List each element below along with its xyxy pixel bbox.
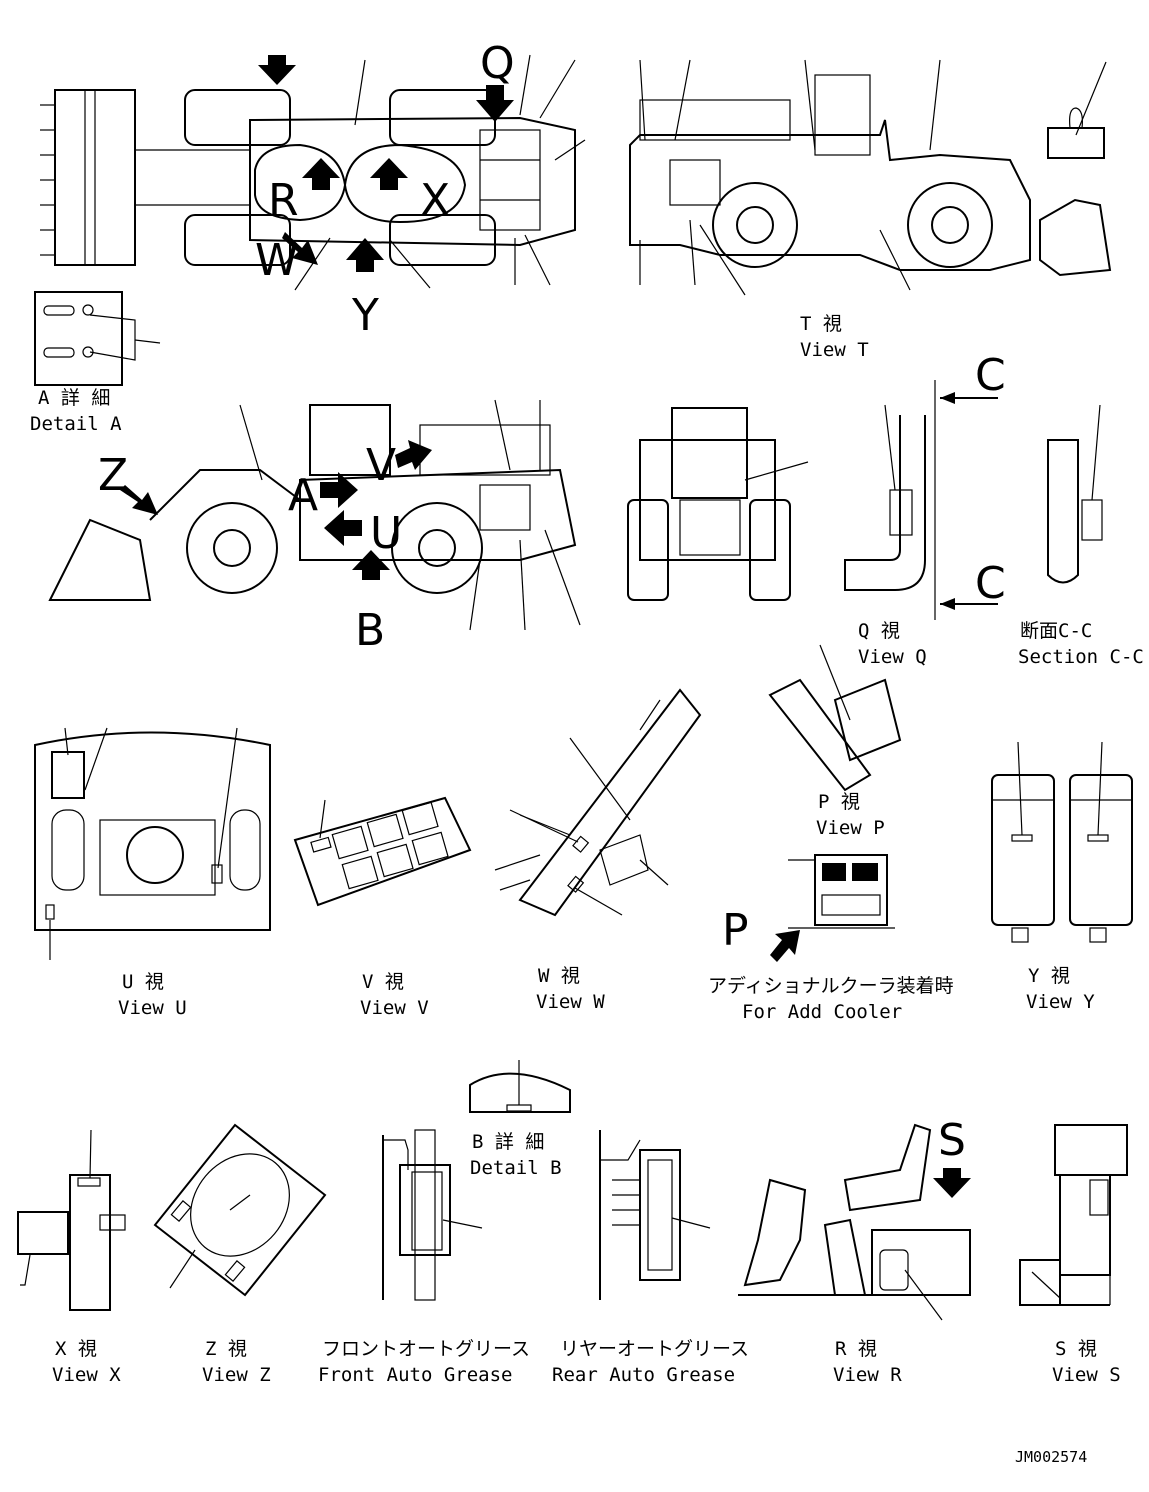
section-cc-jp: 断面C-C <box>1020 620 1092 642</box>
view-u-jp: U 視 <box>122 971 164 993</box>
view-v-en: View V <box>360 997 429 1019</box>
view-w-drawing <box>494 688 702 917</box>
view-t-drawing <box>629 74 1112 277</box>
letter-c-top: C <box>975 350 1006 401</box>
view-p-en: View P <box>816 817 885 839</box>
arrow-s-icon <box>933 1168 971 1198</box>
arrow-r-icon <box>302 158 340 190</box>
detail-a-en: Detail A <box>30 413 122 435</box>
view-q-en: View Q <box>858 646 927 668</box>
arrow-left-icon <box>324 510 362 546</box>
section-cc-drawing <box>1047 404 1103 584</box>
leader-lines-top <box>294 54 586 291</box>
arrow-y-icon <box>346 238 384 272</box>
letter-p: P <box>722 905 749 956</box>
side-view-loader <box>48 404 577 601</box>
view-r-drawing <box>738 1123 971 1321</box>
detail-a-drawing <box>34 291 161 386</box>
letter-z: Z <box>98 450 128 501</box>
view-y-drawing <box>991 741 1133 943</box>
front-grease-drawing <box>382 1129 483 1301</box>
leader-lines-t <box>639 59 941 296</box>
letter-c-bottom: C <box>975 558 1006 609</box>
detail-b-jp: B 詳 細 <box>472 1131 544 1153</box>
add-cooler-drawing <box>788 854 895 929</box>
rear-grease-jp: リヤーオートグリース <box>560 1338 749 1360</box>
detail-b-drawing <box>469 1060 571 1113</box>
arrow-v-icon <box>395 440 432 470</box>
view-u-drawing <box>34 731 271 931</box>
add-cooler-en: For Add Cooler <box>742 1001 902 1023</box>
view-r-jp: R 視 <box>835 1338 877 1360</box>
view-v-drawing <box>293 796 472 907</box>
label-tag-drawing <box>1047 61 1107 159</box>
letter-t: T <box>259 0 287 11</box>
arrow-t-icon <box>258 55 296 85</box>
detail-a-jp: A 詳 細 <box>38 387 110 409</box>
front-grease-jp: フロントオートグリース <box>322 1338 530 1360</box>
arrow-z-icon <box>120 485 158 515</box>
view-x-en: View X <box>52 1364 121 1386</box>
leader-lines-u <box>49 727 238 960</box>
letter-b: B <box>355 605 385 656</box>
view-w-jp: W 視 <box>538 965 580 987</box>
letter-x: X <box>420 175 450 226</box>
view-w-en: View W <box>536 991 605 1013</box>
view-s-en: View S <box>1052 1364 1121 1386</box>
view-y-en: View Y <box>1026 991 1095 1013</box>
view-x-jp: X 視 <box>55 1338 97 1360</box>
view-p-jp: P 視 <box>818 791 860 813</box>
front-grease-en: Front Auto Grease <box>318 1364 512 1386</box>
view-u-en: View U <box>118 997 187 1019</box>
letter-u: U <box>370 508 402 559</box>
view-t-en: View T <box>800 339 869 361</box>
arrow-p-icon <box>770 930 800 962</box>
view-x-drawing <box>17 1129 126 1311</box>
rear-grease-drawing <box>599 1130 711 1300</box>
arrow-w-icon <box>282 232 318 265</box>
arrow-u-icon <box>352 550 390 580</box>
section-cc-en: Section C-C <box>1018 646 1144 668</box>
view-v-jp: V 視 <box>362 971 404 993</box>
drawing-number: JM002574 <box>1015 1448 1087 1466</box>
view-z-drawing <box>153 1123 327 1297</box>
view-q-jp: Q 視 <box>858 620 900 642</box>
letter-q: Q <box>480 38 515 89</box>
leader-lines-side <box>239 399 581 631</box>
letter-s: S <box>938 1115 966 1166</box>
letter-v: V <box>366 440 396 491</box>
arrow-q-icon <box>476 85 514 122</box>
view-q-drawing <box>844 380 936 620</box>
view-s-jp: S 視 <box>1055 1338 1097 1360</box>
letter-a: A <box>288 470 318 521</box>
view-z-jp: Z 視 <box>205 1338 247 1360</box>
arrow-x-icon <box>370 158 408 190</box>
arrow-a-icon <box>320 472 358 508</box>
letter-r: R <box>268 175 299 226</box>
rear-grease-en: Rear Auto Grease <box>552 1364 735 1386</box>
arrow-c-top-icon <box>940 392 998 404</box>
view-r-en: View R <box>833 1364 902 1386</box>
arrow-c-bottom-icon <box>940 598 998 610</box>
view-z-en: View Z <box>202 1364 271 1386</box>
view-t-jp: T 視 <box>800 313 842 335</box>
view-y-jp: Y 視 <box>1028 965 1070 987</box>
view-s-drawing <box>1019 1124 1128 1306</box>
add-cooler-jp: アディショナルクーラ装着時 <box>708 975 954 997</box>
letter-y: Y <box>351 290 379 341</box>
view-p-drawing <box>768 644 902 792</box>
leader-lines-w <box>509 737 669 916</box>
detail-b-en: Detail B <box>470 1157 562 1179</box>
front-view-loader <box>627 407 809 601</box>
